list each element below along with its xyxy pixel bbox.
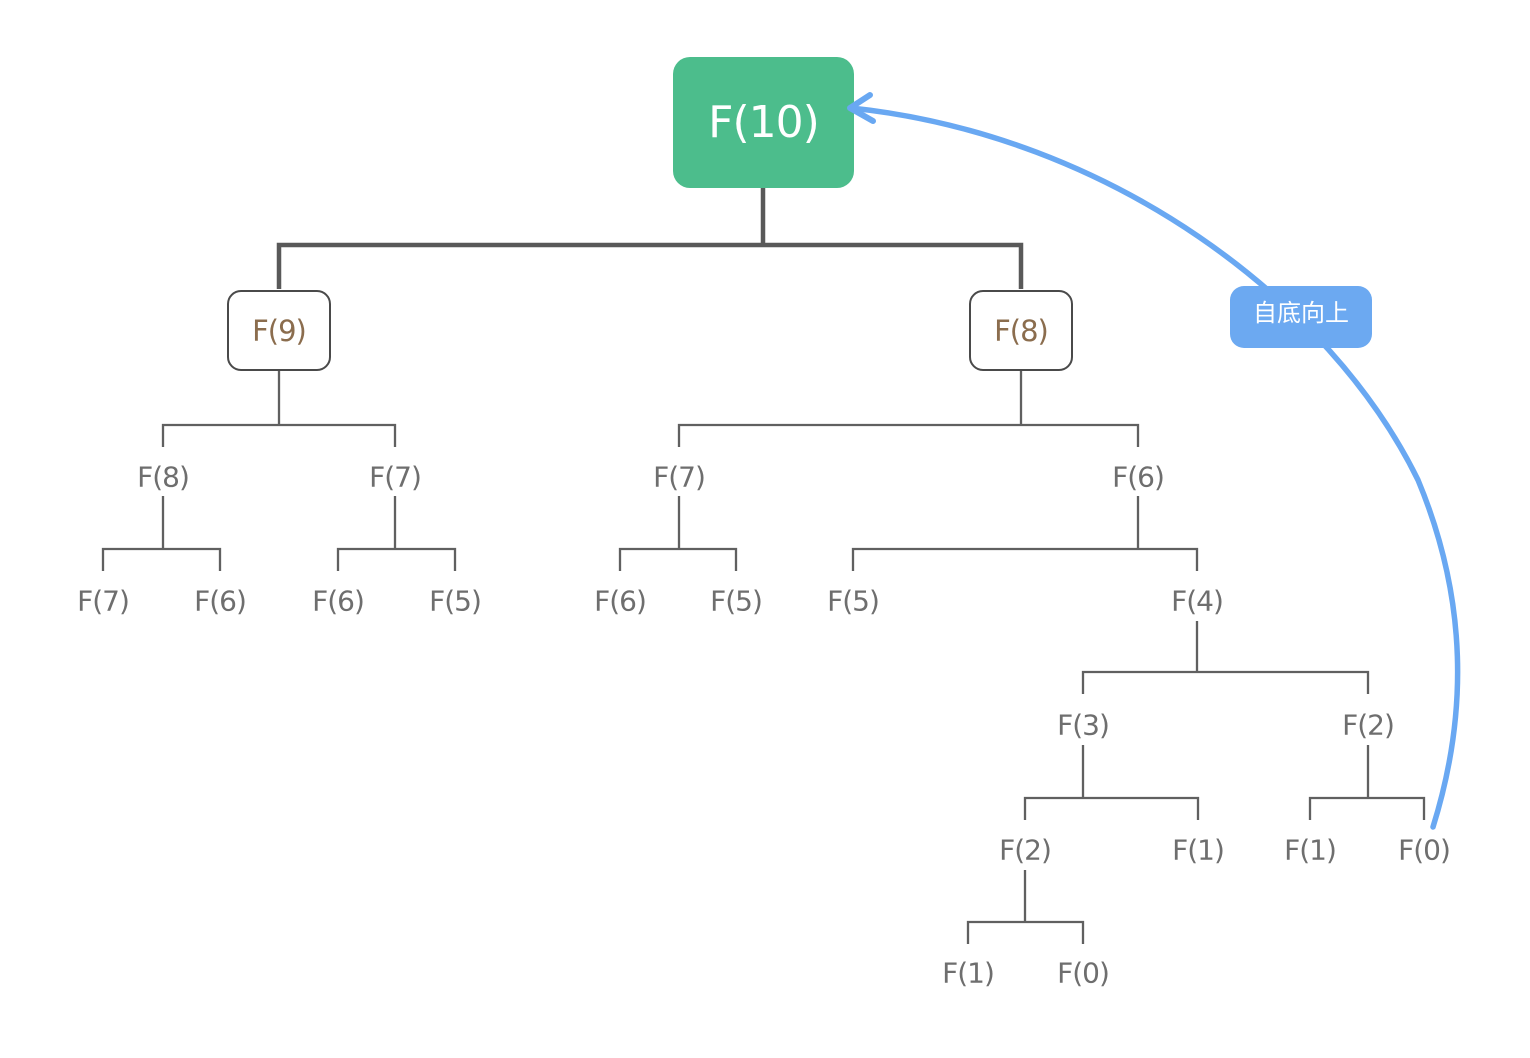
node-f9-f8: F(8) [137,460,190,494]
node-f9-f7-f6: F(6) [312,584,365,618]
node-f8-f7-f5: F(5) [710,584,763,618]
node-f4-f3: F(3) [1057,708,1110,742]
trunk-connector [276,188,1024,289]
node-f8-f6-f4: F(4) [1171,584,1224,618]
node-f4-f2-f0: F(0) [1398,833,1451,867]
node-f8-f6-f5: F(5) [827,584,880,618]
node-f8-f7: F(7) [653,460,706,494]
node-f9-f8-f7: F(7) [77,584,130,618]
node-f4-f2: F(2) [1342,708,1395,742]
node-f10: F(10) [673,57,854,188]
node-f3-f2-f0: F(0) [1057,956,1110,990]
node-f9-f7: F(7) [369,460,422,494]
node-f4-f2-f1: F(1) [1284,833,1337,867]
bottom-up-annotation: 自底向上 [1230,286,1372,348]
node-f9-f7-f5: F(5) [429,584,482,618]
node-f3-f2-f1: F(1) [942,956,995,990]
node-f3-f1: F(1) [1172,833,1225,867]
node-f8: F(8) [969,290,1073,371]
node-f9: F(9) [227,290,331,371]
bottom-up-arrow-curve [848,105,1461,830]
node-f8-f7-f6: F(6) [594,584,647,618]
node-f8-f6: F(6) [1112,460,1165,494]
node-f3-f2: F(2) [999,833,1052,867]
arrowhead-icon [847,92,876,124]
branch-connectors [101,371,1426,944]
node-f9-f8-f6: F(6) [194,584,247,618]
